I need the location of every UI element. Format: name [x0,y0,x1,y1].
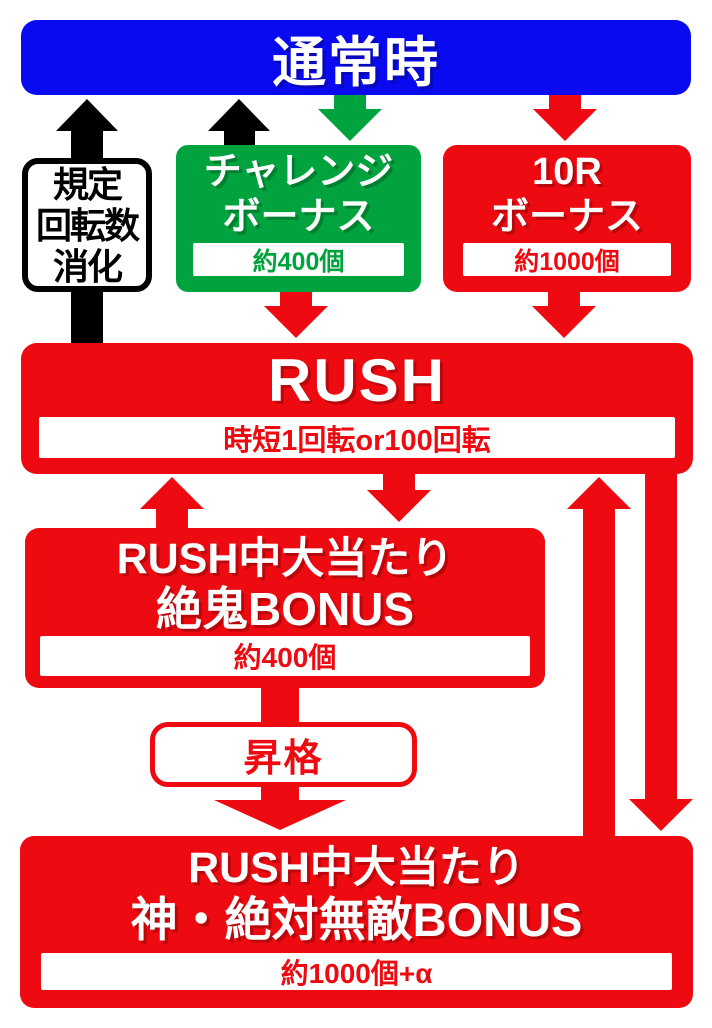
muteki-bonus-title-line1: RUSH中大当たり [188,844,525,892]
10r-bonus-title: 10R ボーナス [443,150,691,240]
arrow-normal-to-10r-head [533,109,597,141]
challenge-bonus-title: チャレンジ ボーナス [176,150,421,240]
arrow-10r-to-rush-stem [548,292,580,308]
rush-note-bar: 時短1回転or100回転 [39,417,675,458]
normal-state-label: 通常時 [272,33,440,93]
rush-state-box: RUSH 時短1回転or100回転 [21,343,693,474]
arrow-zekki-to-rush-head [140,477,204,509]
arrow-challenge-to-rush-head [264,306,328,338]
challenge-bonus-box: チャレンジ ボーナス 約400個 [176,145,421,292]
challenge-bonus-title-line1: チャレンジ [203,151,394,193]
muteki-bonus-payout: 約1000個+α [280,957,433,989]
10r-bonus-payout: 約1000個 [514,247,620,276]
muteki-bonus-payout-bar: 約1000個+α [41,953,672,990]
challenge-bonus-payout: 約400個 [252,247,345,276]
arrow-normal-to-challenge-stem [334,95,366,111]
muteki-bonus-box: RUSH中大当たり 神・絶対無敵BONUS 約1000個+α [20,836,693,1008]
promotion-label: 昇格 [243,738,324,780]
zekki-bonus-payout-bar: 約400個 [40,636,530,676]
arrow-challenge-to-normal-head [208,99,270,131]
zekki-bonus-title: RUSH中大当たり 絶鬼BONUS [25,534,545,634]
arrow-zekki-to-rush-stem [156,507,188,531]
arrow-rush-to-zekki-stem [383,474,415,492]
spin-count-note-box: 規定 回転数 消化 [22,158,152,292]
10r-bonus-payout-bar: 約1000個 [463,243,671,276]
spin-note-line-1: 規定 [52,163,123,205]
challenge-bonus-title-line2: ボーナス [222,196,375,238]
10r-bonus-box: 10R ボーナス 約1000個 [443,145,691,292]
arrow-zekki-to-muteki-head [214,800,346,830]
arrow-challenge-to-rush-stem [280,292,312,308]
zekki-bonus-title-line1: RUSH中大当たり [116,535,454,583]
spin-count-note-text: 規定 回転数 消化 [35,163,140,287]
arrow-rush-to-normal-head [56,99,118,131]
rush-note: 時短1回転or100回転 [223,424,491,457]
spin-note-line-2: 回転数 [35,204,140,246]
arrow-normal-to-challenge-head [318,109,382,141]
zekki-bonus-box: RUSH中大当たり 絶鬼BONUS 約400個 [25,528,545,688]
promotion-label-box: 昇格 [150,722,417,787]
challenge-bonus-payout-bar: 約400個 [193,243,404,276]
10r-bonus-title-line1: 10R [532,151,602,193]
arrow-rush-to-muteki-head [629,799,693,831]
muteki-bonus-title-line2: 神・絶対無敵BONUS [130,893,583,946]
10r-bonus-title-line2: ボーナス [490,196,643,238]
arrow-challenge-to-normal-stem [224,129,255,147]
arrow-10r-to-rush-head [532,306,596,338]
arrow-rush-to-zekki-head [367,490,431,522]
spin-note-line-3: 消化 [52,245,123,287]
arrow-normal-to-10r-stem [549,95,581,111]
arrow-muteki-to-rush-head [567,477,631,509]
normal-state-box: 通常時 [21,20,691,95]
arrow-rush-to-muteki-stem [645,474,677,800]
muteki-bonus-title: RUSH中大当たり 神・絶対無敵BONUS [20,843,693,946]
arrow-muteki-to-rush-stem [583,507,615,837]
zekki-bonus-payout: 約400個 [233,642,337,673]
zekki-bonus-title-line2: 絶鬼BONUS [155,583,415,635]
rush-title: RUSH [267,346,446,414]
